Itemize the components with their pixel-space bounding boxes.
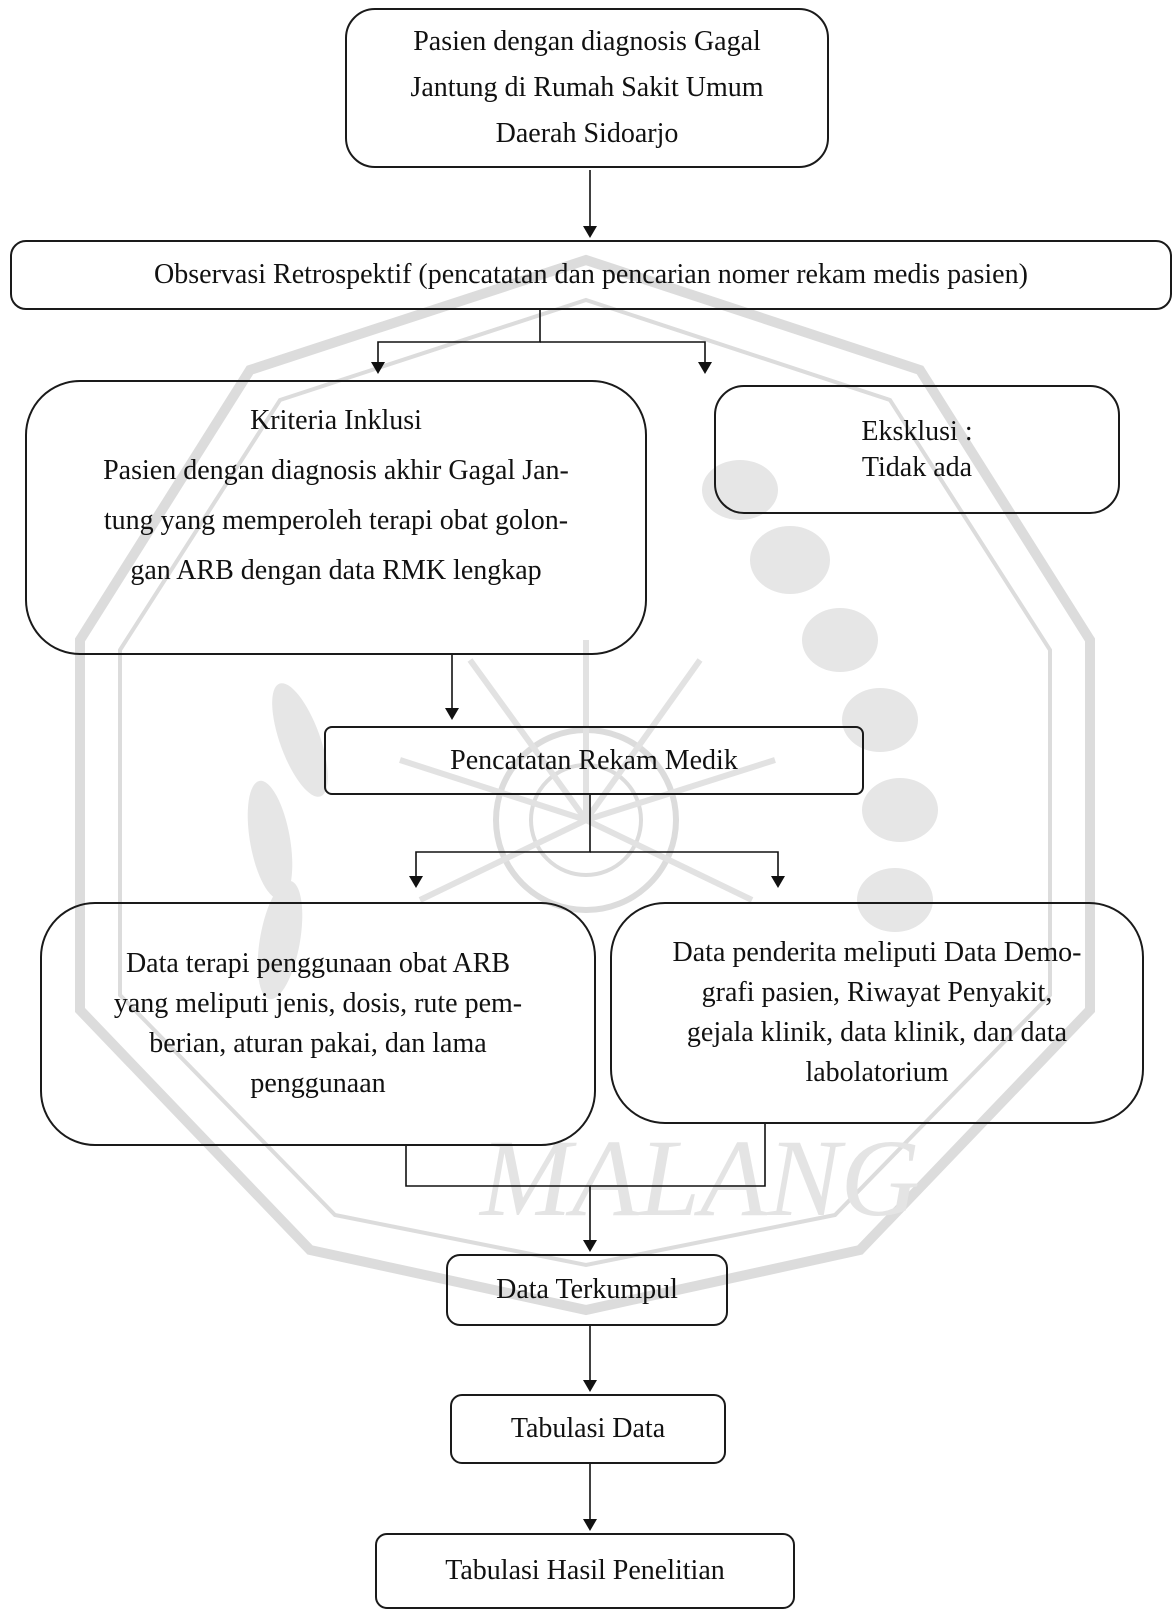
node-text: yang meliputi jenis, dosis, rute pem-	[113, 988, 523, 1019]
node-patients-heart-failure: Pasien dengan diagnosis Gagal Jantung di…	[345, 8, 829, 168]
node-text: Pencatatan Rekam Medik	[450, 744, 738, 776]
node-text: gan ARB dengan data RMK lengkap	[130, 555, 542, 586]
edge-n6-n8	[405, 1146, 597, 1252]
edge-n5-n6	[409, 795, 591, 888]
node-retrospective-observation: Observasi Retrospektif (pencatatan dan p…	[10, 240, 1172, 310]
node-text: Kriteria Inklusi	[250, 405, 422, 436]
edge-n2-n4	[540, 341, 712, 374]
node-text: Pasien dengan diagnosis Gagal	[413, 26, 761, 57]
node-text: Pasien dengan diagnosis akhir Gagal Jan-	[103, 455, 569, 486]
node-text: Observasi Retrospektif (pencatatan dan p…	[154, 259, 1028, 290]
node-text: gejala klinik, data klinik, dan data	[686, 1017, 1068, 1048]
node-data-tabulation: Tabulasi Data	[450, 1394, 726, 1464]
node-text: Tabulasi Hasil Penelitian	[445, 1555, 725, 1586]
node-text: Tabulasi Data	[510, 1413, 666, 1444]
node-text: Daerah Sidoarjo	[495, 118, 679, 149]
node-text: penggunaan	[250, 1068, 386, 1099]
node-patient-data: Data penderita meliputi Data Demo- grafi…	[610, 902, 1144, 1124]
node-research-results-tabulation: Tabulasi Hasil Penelitian	[375, 1533, 795, 1609]
edge-n7-n8	[590, 1124, 766, 1187]
edge-n5-n7	[590, 851, 785, 888]
node-text: grafi pasien, Riwayat Penyakit,	[701, 977, 1053, 1008]
node-text: Data terapi penggunaan obat ARB	[125, 948, 511, 979]
node-data-collected: Data Terkumpul	[446, 1254, 728, 1326]
node-inclusion-criteria: Kriteria Inklusi Pasien dengan diagnosis…	[25, 380, 647, 655]
edge-n2-n3	[371, 310, 541, 374]
node-text: Tidak ada	[861, 451, 973, 483]
node-medical-record-recording: Pencatatan Rekam Medik	[324, 726, 864, 795]
node-therapy-data: Data terapi penggunaan obat ARB yang mel…	[40, 902, 596, 1146]
node-text: labolatorium	[805, 1057, 949, 1088]
node-text: tung yang memperoleh terapi obat golon-	[103, 505, 569, 536]
node-text: Data Terkumpul	[496, 1274, 678, 1305]
node-exclusion: Eksklusi : Tidak ada	[714, 385, 1120, 514]
node-text: Eksklusi :	[861, 415, 973, 447]
node-text: berian, aturan pakai, dan lama	[149, 1028, 487, 1059]
node-text: Jantung di Rumah Sakit Umum	[410, 72, 764, 103]
node-text: Data penderita meliputi Data Demo-	[672, 937, 1082, 968]
